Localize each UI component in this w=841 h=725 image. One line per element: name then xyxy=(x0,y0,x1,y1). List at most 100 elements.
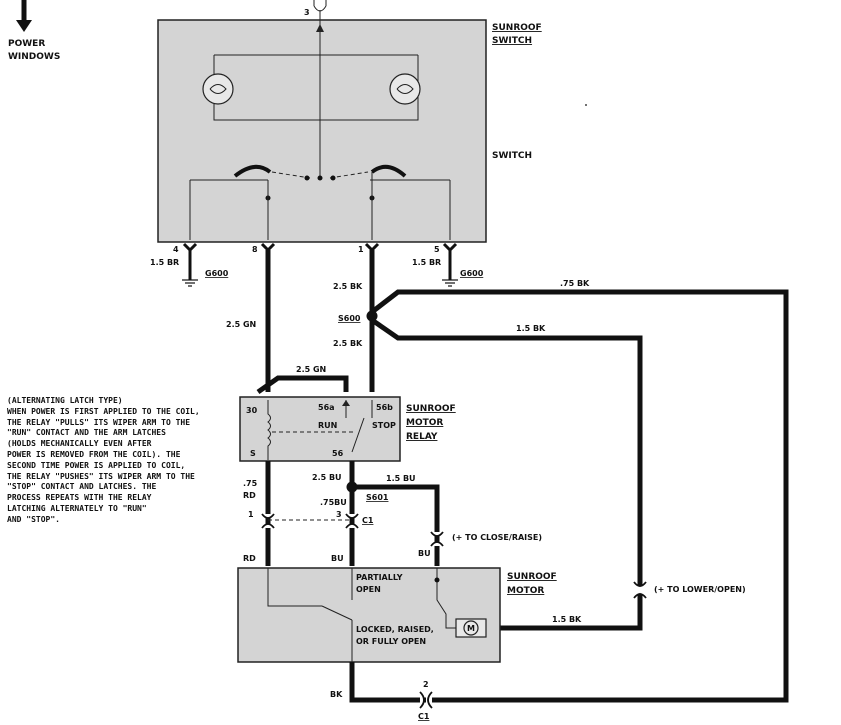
motor-partially-open-2: OPEN xyxy=(356,585,381,594)
motor-label-1: SUNROOF xyxy=(507,572,557,582)
splice-s600-label: S600 xyxy=(338,314,361,323)
note-line: POWER IS REMOVED FROM THE COIL). THE xyxy=(7,449,181,459)
sunroof-switch-label-1: SUNROOF xyxy=(492,23,542,33)
power-windows-label-2: WINDOWS xyxy=(8,52,60,62)
relay-terminal-s: S xyxy=(250,449,256,458)
close-raise-label: (+ TO CLOSE/RAISE) xyxy=(452,533,542,542)
scan-speck xyxy=(585,104,587,106)
relay-stop-label: STOP xyxy=(372,421,396,430)
pin-1-switch-label: 1 xyxy=(358,245,364,254)
splice-s601-label: S601 xyxy=(366,493,389,502)
wire-075rd-label-2: RD xyxy=(243,491,256,500)
relay-run-label: RUN xyxy=(318,421,337,430)
motor-switch-arm xyxy=(321,605,353,621)
wire-15bk xyxy=(370,317,643,631)
relay-terminal-30: 30 xyxy=(246,406,258,415)
switch-feed-arrow xyxy=(316,24,324,32)
wire-075bk-label: .75 BK xyxy=(560,279,590,288)
wire-15bk-label: 1.5 BK xyxy=(516,324,546,333)
switch-right-blade xyxy=(370,164,407,178)
relay-wiper-arm xyxy=(351,417,365,453)
wire-rd-label: RD xyxy=(243,554,256,563)
pin-3-connector xyxy=(313,0,327,12)
wire-1-5br-right: 1.5 BR xyxy=(412,258,441,267)
motor-box xyxy=(237,567,501,663)
lower-open-label: (+ TO LOWER/OPEN) xyxy=(654,585,746,594)
note-line: WHEN POWER IS FIRST APPLIED TO THE COIL, xyxy=(7,406,200,416)
motor-symbol: M xyxy=(467,624,475,633)
note-line: PROCESS REPEATS WITH THE RELAY xyxy=(7,493,152,503)
pin-4-label: 4 xyxy=(173,245,179,254)
note-line: (HOLDS MECHANICALLY EVEN AFTER xyxy=(7,439,152,449)
pin-3-top: 3 xyxy=(304,8,310,17)
pin-8-label: 8 xyxy=(252,245,258,254)
ground-left-icon xyxy=(182,279,198,287)
switch-dot-1 xyxy=(304,175,310,181)
lamp-left-icon xyxy=(202,73,234,105)
motor-locked-1: LOCKED, RAISED, xyxy=(356,625,434,634)
connector-c1-pin1 xyxy=(261,513,275,529)
ground-g600-right: G600 xyxy=(460,269,484,278)
motor-dot xyxy=(434,577,440,583)
close-raise-connector xyxy=(430,531,444,547)
sunroof-switch-box xyxy=(157,19,487,243)
wire-15bk-motor-label: 1.5 BK xyxy=(552,615,582,624)
connector-pin-3-label: 3 xyxy=(336,510,342,519)
connector-c1-mid-label: C1 xyxy=(362,516,374,525)
wire-bk-bottom-label: BK xyxy=(330,690,343,699)
power-windows-arrow xyxy=(16,0,32,32)
motor-feed-internal xyxy=(436,568,456,629)
connector-pin-1-label: 1 xyxy=(248,510,254,519)
connector-c1-bottom-label: C1 xyxy=(418,712,430,721)
sunroof-switch-label-2: SWITCH xyxy=(492,36,532,46)
power-windows-label-1: POWER xyxy=(8,39,45,49)
relay-arrow-56a xyxy=(342,400,350,406)
wire-gn-bridge xyxy=(256,375,349,395)
motor-locked-2: OR FULLY OPEN xyxy=(356,637,426,646)
relay-label-1: SUNROOF xyxy=(406,404,456,414)
relay-terminal-56b: 56b xyxy=(376,403,393,412)
wire-2-5bu-label: 2.5 BU xyxy=(312,473,342,482)
motor-label-2: MOTOR xyxy=(507,586,544,596)
ground-right-icon xyxy=(442,279,458,287)
wire-bu-right-label: BU xyxy=(418,549,431,558)
note-line: AND "STOP". xyxy=(7,514,60,524)
wire-075rd-label: .75 xyxy=(243,479,258,488)
wire-15bu xyxy=(352,484,440,566)
motor-circle xyxy=(463,620,479,636)
motor-left-wire xyxy=(267,568,322,607)
switch-dot-2 xyxy=(317,175,323,181)
relay-description-note: (ALTERNATING LATCH TYPE) WHEN POWER IS F… xyxy=(7,396,247,526)
ground-g600-left: G600 xyxy=(205,269,229,278)
switch-label: SWITCH xyxy=(492,151,532,161)
note-line: "RUN" CONTACT AND THE ARM LATCHES xyxy=(7,428,166,438)
note-line: (ALTERNATING LATCH TYPE) xyxy=(7,396,123,405)
relay-coil-icon xyxy=(267,400,271,460)
wire-2-5bk-top: 2.5 BK xyxy=(333,282,363,291)
wire-1-5br-left: 1.5 BR xyxy=(150,258,179,267)
lamp-right-filament xyxy=(396,84,414,94)
wire-2-5gn-left: 2.5 GN xyxy=(226,320,256,329)
switch-dot-3 xyxy=(330,175,336,181)
wire-bk-bottom xyxy=(349,662,426,703)
switch-connectors xyxy=(182,242,458,253)
lamp-left-filament xyxy=(209,84,227,94)
wire-075bk xyxy=(370,289,789,703)
wire-2-5gn-top: 2.5 GN xyxy=(296,365,326,374)
wire-075bu-label: .75BU xyxy=(320,498,347,507)
motor-partially-open-1: PARTIALLY xyxy=(356,573,403,582)
pin-5-label: 5 xyxy=(434,245,440,254)
relay-terminal-56: 56 xyxy=(332,449,344,458)
lamp-right-icon xyxy=(389,73,421,105)
note-line: "STOP" CONTACT AND LATCHES. THE xyxy=(7,482,157,492)
lower-open-connector xyxy=(633,581,647,599)
note-line: THE RELAY "PUSHES" ITS WIPER ARM TO THE xyxy=(7,471,195,481)
relay-box xyxy=(239,396,401,462)
wire-2-5bk-mid: 2.5 BK xyxy=(333,339,363,348)
switch-left-blade xyxy=(233,164,272,178)
note-line: LATCHING ALTERNATELY TO "RUN" xyxy=(7,503,147,513)
relay-terminal-56a: 56a xyxy=(318,403,335,412)
note-line: THE RELAY "PULLS" ITS WIPER ARM TO THE xyxy=(7,417,191,427)
wire-bu-label: BU xyxy=(331,554,344,563)
